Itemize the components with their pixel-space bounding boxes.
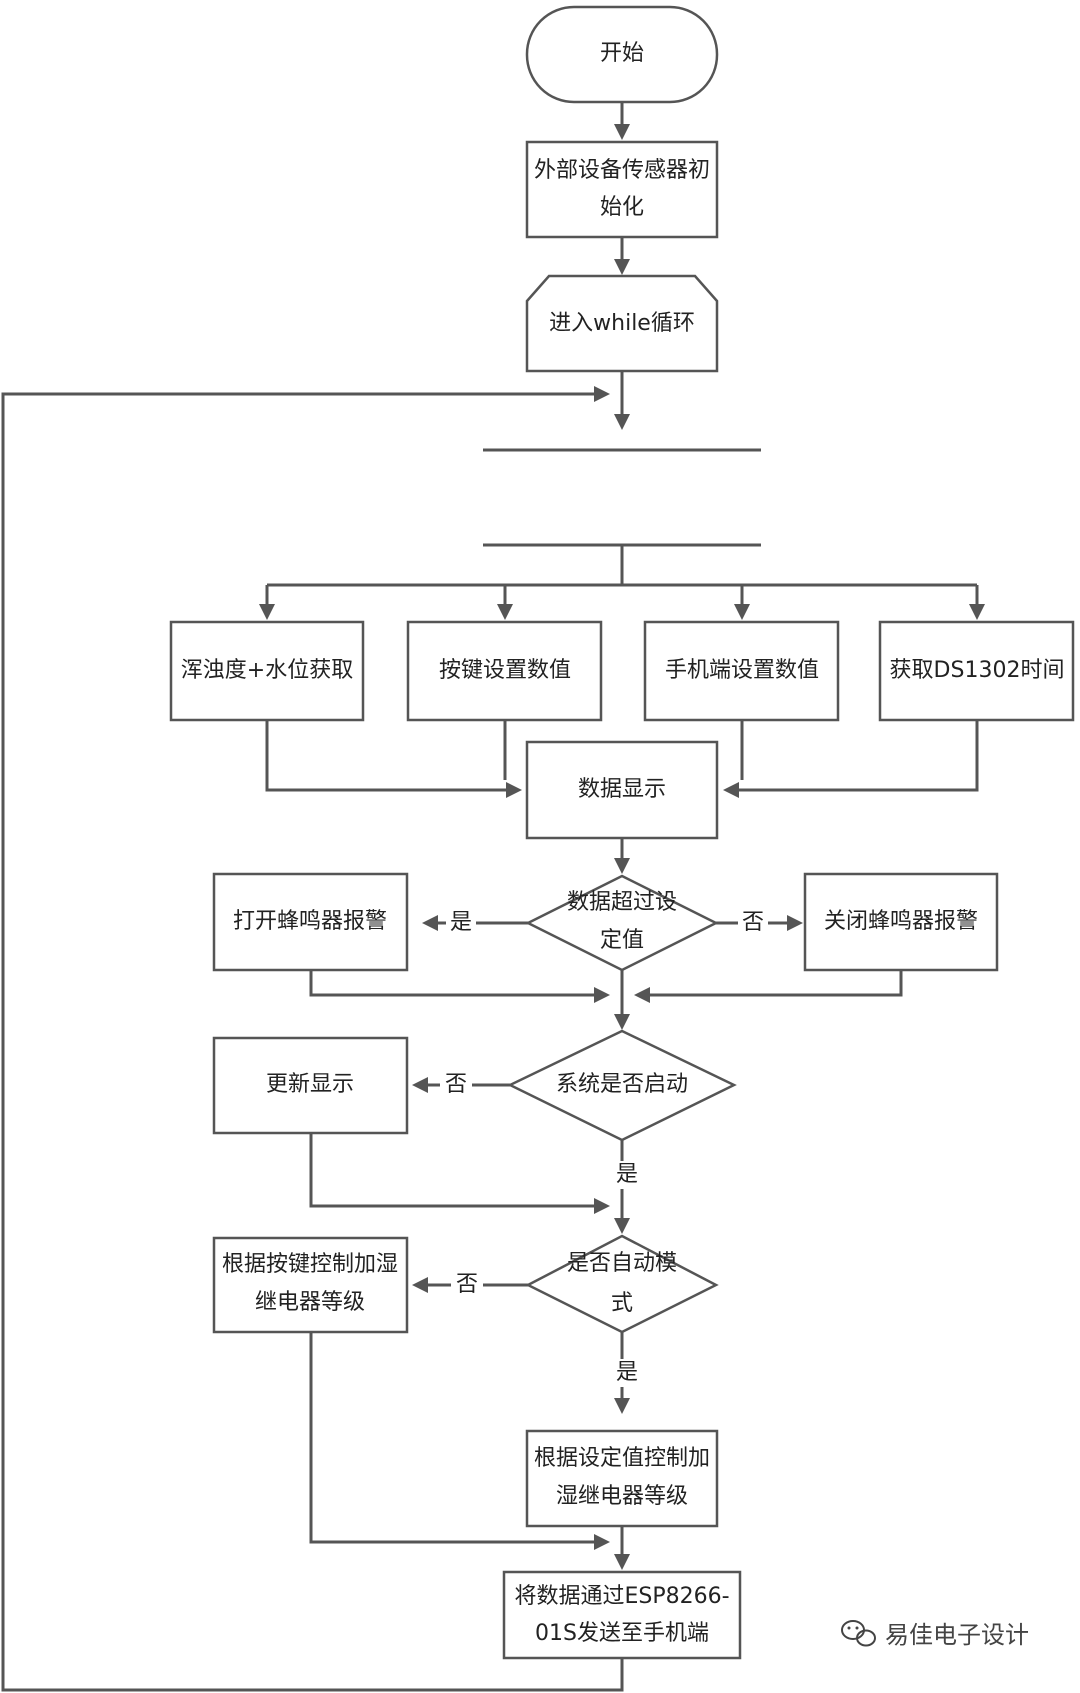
send-box xyxy=(502,1570,742,1660)
auto-control-label-line1: 根据设定值控制加 xyxy=(534,1446,710,1471)
exceed-yes-label: 是 xyxy=(450,910,472,935)
wechat-icon xyxy=(841,1620,876,1647)
exceed-label-line2: 定值 xyxy=(600,928,644,953)
get-time-box xyxy=(878,620,1075,722)
refresh-label: 更新显示 xyxy=(266,1072,354,1097)
refresh-box xyxy=(212,1036,409,1135)
display-label: 数据显示 xyxy=(578,777,666,802)
buzzer-off-label: 关闭蜂鸣器报警 xyxy=(824,909,978,934)
get-time-label: 获取DS1302时间 xyxy=(890,658,1065,683)
manual-control-box xyxy=(212,1236,409,1334)
exceed-no-label: 否 xyxy=(742,910,764,935)
connectors xyxy=(1,102,979,1692)
system-yes-label: 是 xyxy=(616,1162,638,1187)
turbidity-label: 浑浊度+水位获取 xyxy=(181,658,353,683)
watermark-text: 易佳电子设计 xyxy=(885,1621,1029,1649)
buzzer-off-box xyxy=(803,872,999,972)
phone-set-label: 手机端设置数值 xyxy=(665,658,819,683)
key-set-label: 按键设置数值 xyxy=(439,658,571,683)
watermark: 易佳电子设计 xyxy=(841,1620,1029,1649)
turbidity-box xyxy=(169,620,365,722)
start-terminal xyxy=(525,5,719,104)
system-on-label: 系统是否启动 xyxy=(556,1072,688,1097)
arrowheads xyxy=(259,124,985,1570)
loop-label: 进入while循环 xyxy=(549,311,695,336)
system-no-label: 否 xyxy=(445,1072,467,1097)
start-label: 开始 xyxy=(600,41,644,66)
display-box xyxy=(525,740,719,840)
auto-mode-label-line1: 是否自动模 xyxy=(567,1251,677,1276)
auto-control-box xyxy=(525,1429,719,1528)
auto-no-label: 否 xyxy=(456,1272,478,1297)
init-label-line1: 外部设备传感器初 xyxy=(534,158,710,183)
auto-mode-decision xyxy=(525,1234,719,1334)
manual-control-label-line1: 根据按键控制加湿 xyxy=(222,1252,398,1277)
key-set-box xyxy=(406,620,603,722)
auto-mode-label-line2: 式 xyxy=(611,1291,633,1316)
init-label-line2: 始化 xyxy=(600,195,644,220)
send-label-line2: 01S发送至手机端 xyxy=(535,1621,709,1646)
exceed-decision xyxy=(525,874,719,972)
phone-set-box xyxy=(643,620,840,722)
exceed-label-line1: 数据超过设 xyxy=(567,890,677,915)
system-on-decision xyxy=(507,1029,737,1142)
auto-control-label-line2: 湿继电器等级 xyxy=(556,1484,688,1509)
send-label-line1: 将数据通过ESP8266- xyxy=(514,1584,729,1609)
auto-yes-label: 是 xyxy=(616,1360,638,1385)
init-box xyxy=(525,140,719,239)
loop-start-shape xyxy=(525,274,719,373)
manual-control-label-line2: 继电器等级 xyxy=(255,1290,365,1315)
buzzer-on-label: 打开蜂鸣器报警 xyxy=(233,909,387,934)
buzzer-on-box xyxy=(212,872,409,972)
